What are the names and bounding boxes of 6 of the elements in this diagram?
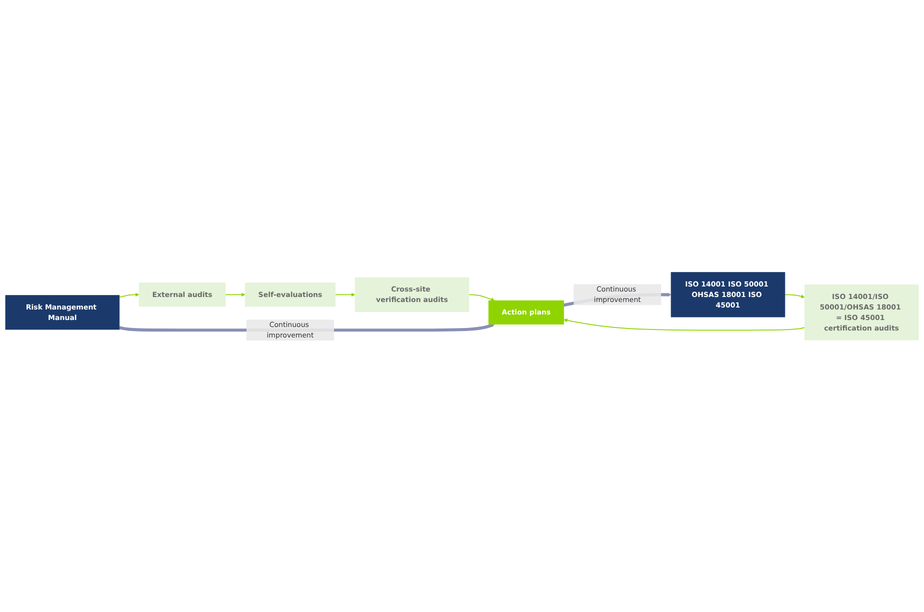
arrow <box>468 294 495 301</box>
arrow <box>784 294 805 298</box>
arrow <box>118 292 140 298</box>
arrow <box>334 292 356 296</box>
arrow <box>564 318 806 330</box>
arrow <box>225 292 246 296</box>
